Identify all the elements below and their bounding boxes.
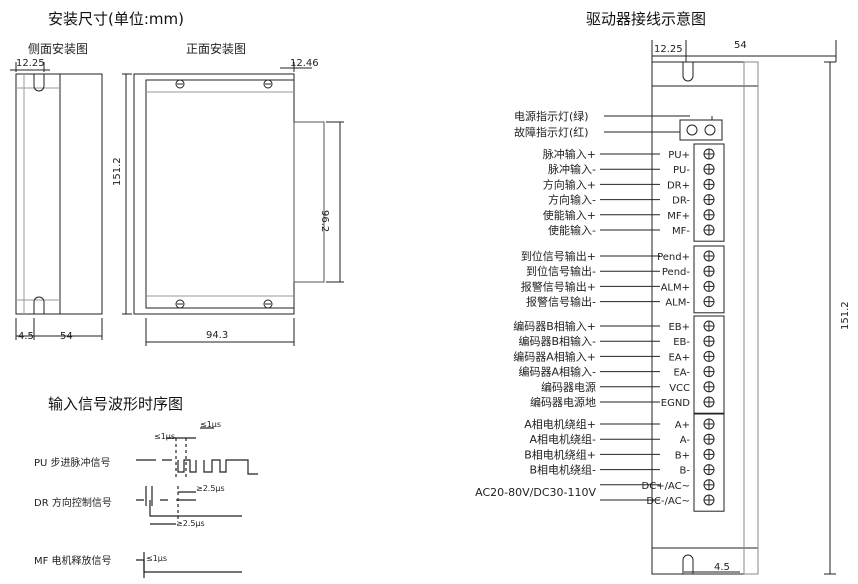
dim-top-left: 12.25 (654, 44, 683, 55)
terminal-label: B相电机绕组- (529, 463, 596, 477)
terminal-name: B- (680, 466, 691, 477)
power-led-icon (686, 124, 698, 136)
terminal-name: EA+ (668, 352, 690, 363)
timing-title: 输入信号波形时序图 (48, 395, 184, 413)
terminal-name: PU- (673, 165, 690, 176)
terminal-label: 编码器A相输入- (519, 365, 597, 379)
terminal-label: A相电机绕组+ (524, 417, 596, 431)
dim-height: 151.2 (840, 301, 851, 330)
front-view-title: 正面安装图 (186, 42, 247, 56)
timing-annotation: ≤1μs (154, 432, 176, 441)
terminal-block (693, 143, 725, 242)
dim-side-bottom-left: 4.5 (18, 331, 34, 342)
fault-led-icon (704, 124, 716, 136)
terminal-block (693, 315, 725, 414)
led-label: 电源指示灯(绿) (514, 109, 589, 123)
terminal-label: 使能输入- (548, 223, 596, 237)
side-bottom-slot (33, 296, 45, 314)
terminal-name: PU+ (668, 150, 690, 161)
terminal-name: EA- (673, 368, 690, 379)
led-box (679, 119, 723, 141)
side-view-title: 侧面安装图 (28, 42, 89, 56)
terminal-name: B+ (675, 450, 690, 461)
signal-mf-label: MF 电机释放信号 (34, 556, 112, 567)
terminal-label: AC20-80V/DC30-110V (475, 486, 596, 499)
timing-annotation: ≤1μs (200, 420, 222, 429)
terminal-label: A相电机绕组- (530, 432, 597, 446)
terminal-label: 脉冲输入- (548, 162, 596, 176)
terminal-label: 方向输入+ (543, 177, 596, 191)
terminal-name: EB- (673, 337, 690, 348)
signal-dr-label: DR 方向控制信号 (34, 498, 112, 509)
timing-annotation: ≤1μs (146, 554, 168, 563)
terminal-name: DC+/AC~ (642, 481, 690, 492)
timing-waveforms (136, 427, 258, 578)
signal-pu-label: PU 步进脉冲信号 (34, 458, 111, 469)
terminal-name: EB+ (668, 322, 690, 333)
side-body (15, 73, 103, 315)
led-label: 故障指示灯(红) (514, 125, 589, 139)
dim-side-bottom: 54 (60, 331, 73, 342)
terminal-label: 报警信号输出+ (521, 279, 596, 293)
terminal-label: 编码器A相输入+ (513, 349, 596, 363)
terminal-label: B相电机绕组+ (524, 447, 596, 461)
terminal-label: 方向输入- (548, 193, 596, 207)
terminal-name: DC-/AC~ (646, 496, 690, 507)
terminal-name: VCC (669, 383, 690, 394)
dim-top-width: 54 (734, 40, 747, 51)
bottom-slot (682, 554, 694, 574)
dim-front-top-right: 12.46 (290, 58, 319, 69)
terminal-name: ALM- (665, 298, 690, 309)
timing-annotation: ≥2.5μs (176, 519, 205, 528)
terminal-name: DR+ (667, 180, 690, 191)
terminal-label: 到位信号输出- (526, 264, 596, 278)
terminal-label: 编码器电源 (541, 380, 596, 394)
terminal-label: 编码器电源地 (530, 395, 596, 409)
side-top-slot (33, 74, 45, 92)
terminal-name: ALM+ (661, 282, 690, 293)
terminal-block (693, 413, 725, 512)
terminal-label: 报警信号输出- (526, 295, 596, 309)
terminal-label: 编码器B相输入+ (513, 319, 596, 333)
terminal-label: 编码器B相输入- (518, 334, 596, 348)
wiring-title: 驱动器接线示意图 (586, 10, 707, 28)
mounting-title: 安装尺寸(单位:mm) (48, 10, 184, 28)
top-slot (682, 62, 694, 82)
terminal-name: MF- (672, 226, 690, 237)
dim-side-top: 12.25 (16, 58, 45, 69)
terminal-name: A- (680, 435, 691, 446)
dim-bottom: 4.5 (714, 562, 730, 573)
terminal-label: 脉冲输入+ (543, 147, 596, 161)
dim-front-width: 94.3 (206, 330, 229, 341)
terminal-name: A+ (675, 420, 690, 431)
terminal-name: EGND (661, 398, 691, 409)
terminal-block (693, 245, 725, 314)
timing-annotation: ≥2.5μs (196, 484, 225, 493)
terminal-label: 使能输入+ (543, 208, 596, 222)
terminal-name: Pend+ (657, 252, 690, 263)
terminal-name: DR- (672, 196, 690, 207)
terminal-name: MF+ (667, 211, 690, 222)
terminal-label: 到位信号输出+ (521, 249, 596, 263)
terminal-name: Pend- (662, 267, 691, 278)
